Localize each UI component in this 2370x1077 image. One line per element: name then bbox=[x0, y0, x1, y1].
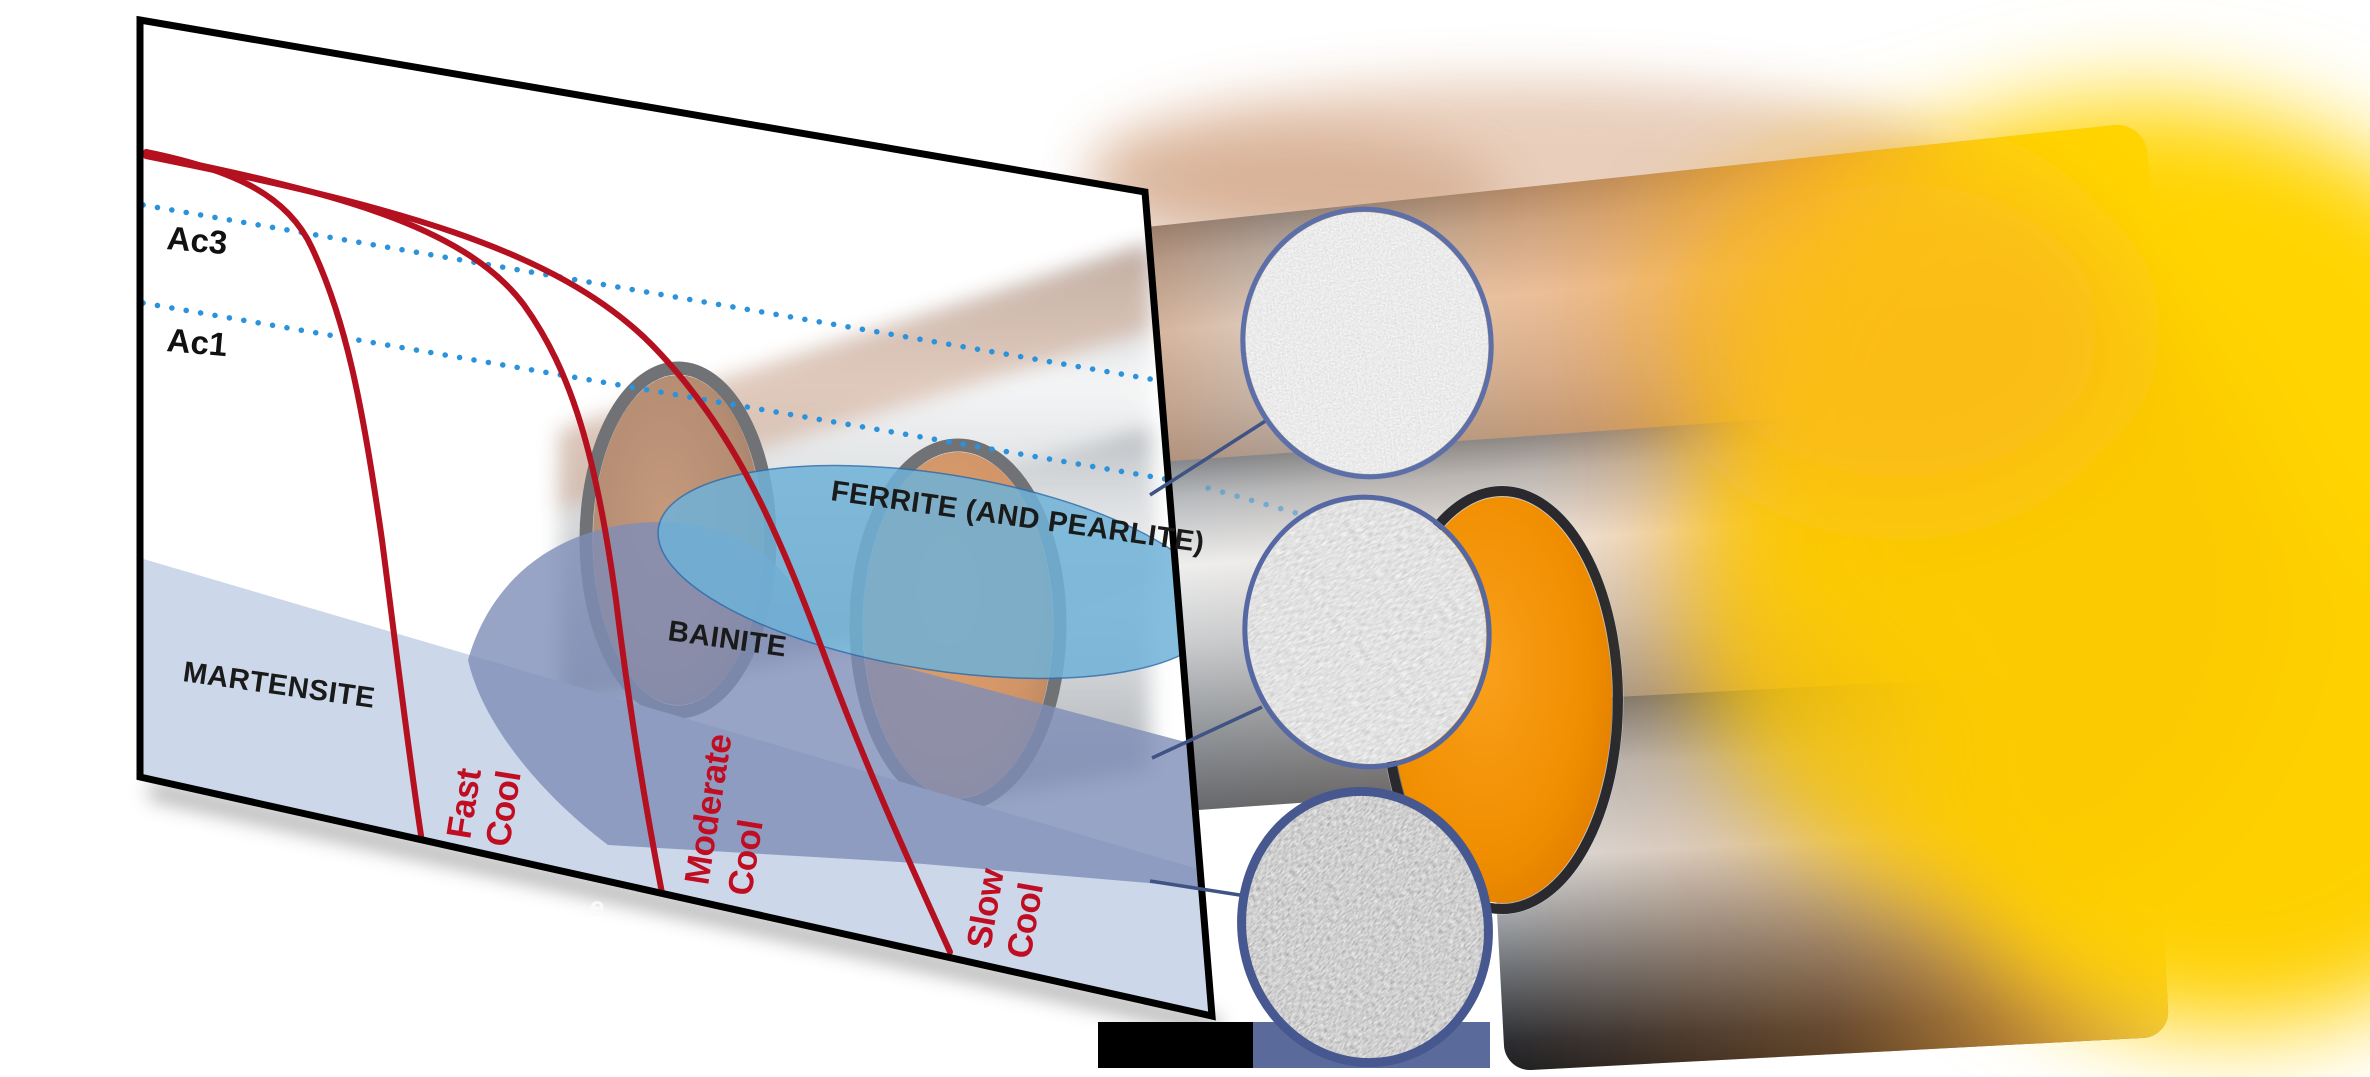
footer-bar-black bbox=[1098, 1022, 1253, 1068]
micrograph-rim-bottom bbox=[1237, 786, 1493, 1068]
panel-shadow bbox=[148, 782, 1220, 1034]
leader-line-top bbox=[1149, 418, 1268, 497]
micrograph-rim-top bbox=[1240, 206, 1494, 480]
cooling-curve-slow bbox=[143, 153, 953, 955]
time-axis-partial-char: e bbox=[587, 891, 608, 923]
ac3-label: Ac3 bbox=[165, 219, 229, 261]
ac1-line bbox=[140, 300, 1209, 489]
panel-border bbox=[136, 15, 1216, 1021]
ac1-label: Ac1 bbox=[165, 321, 229, 363]
heat-glow bbox=[1670, 100, 2370, 1030]
leader-line-middle bbox=[1151, 705, 1263, 760]
micrograph-rim-middle bbox=[1242, 494, 1492, 770]
leader-lines bbox=[1149, 418, 1268, 898]
cct-panel: Ac3 Ac1 MARTENSITE BAINITE FERRITE (AND … bbox=[136, 15, 1419, 1034]
ferrite-region bbox=[657, 464, 1212, 680]
bainite-region bbox=[468, 522, 1208, 888]
leader-line-bottom bbox=[1149, 879, 1247, 898]
cooling-curve-fast bbox=[143, 149, 425, 845]
